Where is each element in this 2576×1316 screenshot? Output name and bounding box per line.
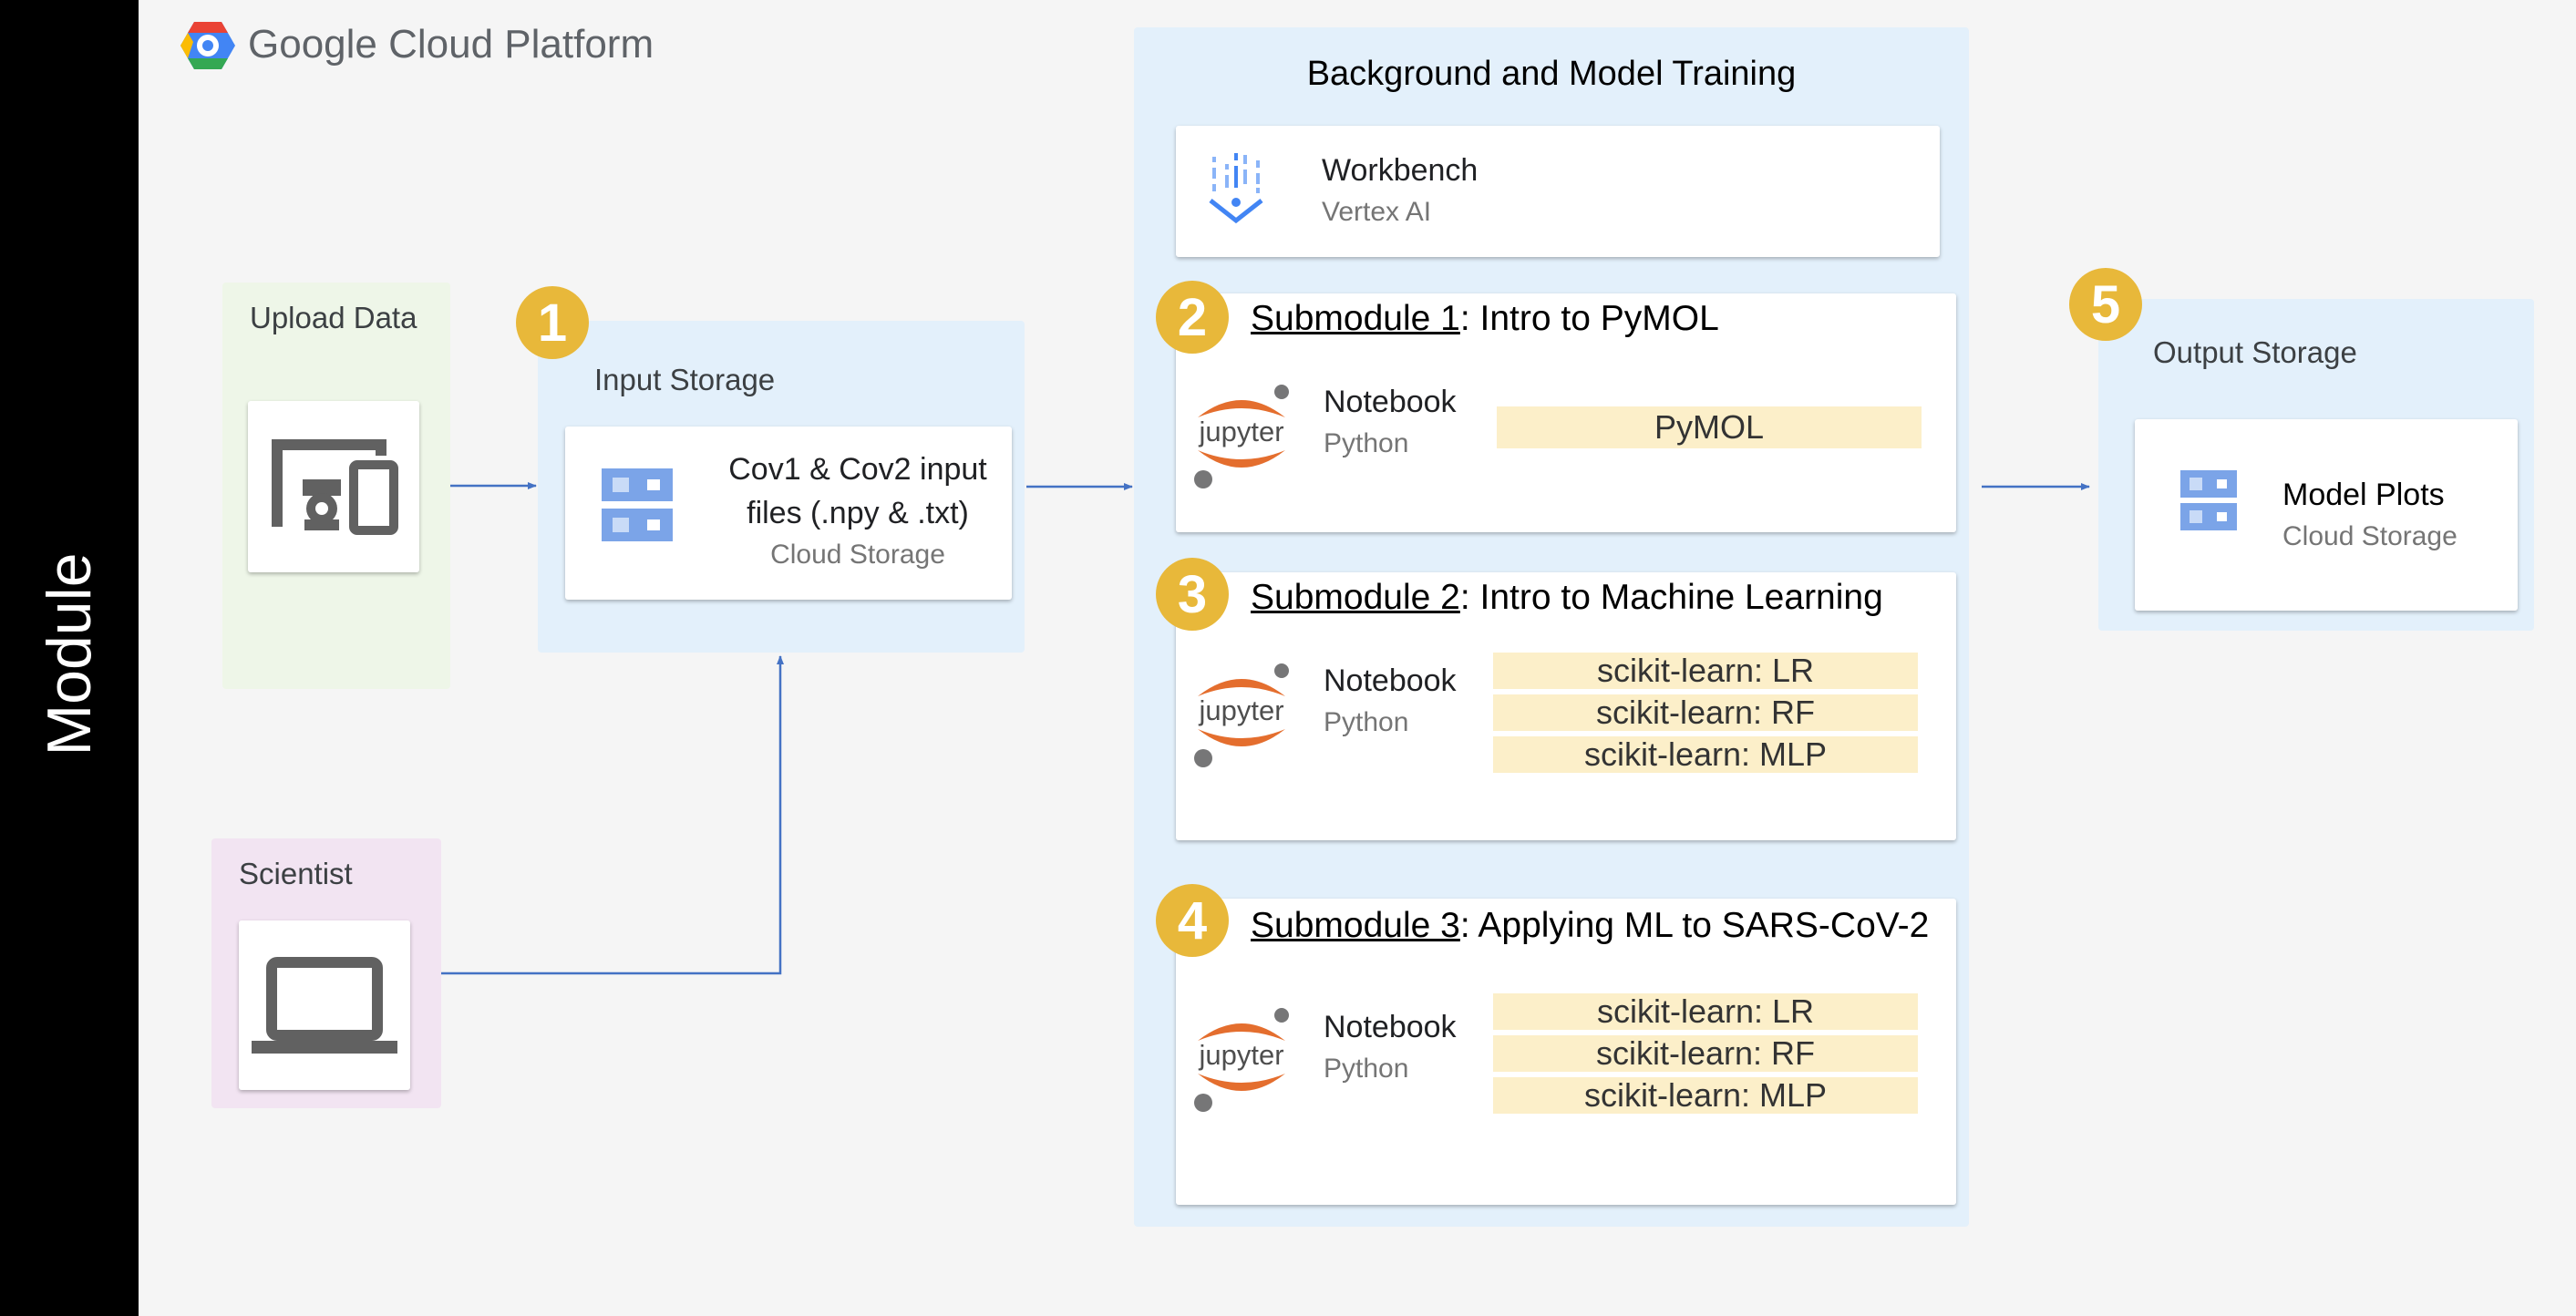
step-badge-1: 1 <box>516 286 589 359</box>
devices-icon <box>264 432 403 541</box>
input-files-line2: files (.npy & .txt) <box>747 496 969 530</box>
jupyter-logo-icon: jupyter <box>1185 656 1298 769</box>
scientist-laptop-card <box>239 920 410 1090</box>
upload-device-card <box>248 401 419 572</box>
submodule-2-topic: : Intro to Machine Learning <box>1459 578 1883 617</box>
submodule-2-title: Submodule 2: Intro to Machine Learning <box>1251 578 1883 618</box>
workbench-card: Workbench Vertex AI <box>1176 126 1940 257</box>
training-title: Background and Model Training <box>1306 55 1797 93</box>
gcp-logo-icon <box>180 20 235 71</box>
library-tag: scikit-learn: MLP <box>1493 735 1918 773</box>
jupyter-logo-icon: jupyter <box>1185 1001 1298 1114</box>
library-tag: scikit-learn: LR <box>1493 992 1918 1030</box>
submodule-1-topic: : Intro to PyMOL <box>1459 299 1719 338</box>
input-storage-label: Input Storage <box>594 363 776 396</box>
step-badge-3: 3 <box>1156 558 1229 631</box>
submodule-3-notebook: Notebook <box>1324 1010 1457 1044</box>
submodule-1-title: Submodule 1: Intro to PyMOL <box>1251 299 1719 339</box>
model-plots-service: Cloud Storage <box>2282 521 2458 551</box>
step-badge-5: 5 <box>2069 268 2142 341</box>
library-tag: scikit-learn: MLP <box>1493 1076 1918 1114</box>
jupyter-logo-icon: jupyter <box>1185 377 1298 490</box>
submodule-1-card: Submodule 1: Intro to PyMOL jupyter Note… <box>1176 293 1956 532</box>
submodule-1-name: Submodule 1 <box>1251 299 1460 338</box>
module-sidebar: Module <box>0 0 139 1316</box>
library-tag: scikit-learn: LR <box>1493 652 1918 689</box>
submodule-3-card: Submodule 3: Applying ML to SARS-CoV-2 j… <box>1176 899 1956 1205</box>
output-storage-region: Output Storage Model Plots Cloud Storage <box>2098 299 2534 631</box>
workbench-title: Workbench <box>1322 153 1479 188</box>
library-tag: scikit-learn: RF <box>1493 694 1918 731</box>
input-files-service: Cloud Storage <box>770 540 945 570</box>
model-plots-title: Model Plots <box>2282 478 2445 512</box>
cloud-storage-icon <box>2180 470 2237 532</box>
workbench-subtitle: Vertex AI <box>1322 197 1432 227</box>
cloud-storage-icon <box>602 468 673 543</box>
module-label: Module <box>35 552 104 756</box>
jupyter-wordmark: jupyter <box>1198 416 1283 447</box>
submodule-3-name: Submodule 3 <box>1251 906 1460 945</box>
input-files-line1: Cov1 & Cov2 input <box>728 452 987 487</box>
gcp-brand-text: Google Cloud Platform <box>248 22 654 67</box>
jupyter-wordmark: jupyter <box>1198 1039 1283 1071</box>
submodule-2-name: Submodule 2 <box>1251 578 1460 617</box>
laptop-icon <box>252 955 397 1055</box>
vertex-ai-icon <box>1203 151 1269 224</box>
arrow-scientist-to-input <box>441 655 784 975</box>
jupyter-wordmark: jupyter <box>1198 694 1283 726</box>
input-storage-region: Input Storage Cov1 & Cov2 input files (.… <box>538 321 1025 653</box>
library-tag: scikit-learn: RF <box>1493 1034 1918 1072</box>
output-storage-label: Output Storage <box>2153 335 2357 369</box>
upload-data-region: Upload Data <box>222 283 450 689</box>
scientist-region: Scientist <box>211 838 441 1108</box>
upload-data-label: Upload Data <box>250 301 417 334</box>
submodule-3-topic: : Applying ML to SARS-CoV-2 <box>1459 906 1930 945</box>
library-tag: PyMOL <box>1497 406 1922 448</box>
input-files-card: Cov1 & Cov2 input files (.npy & .txt) Cl… <box>565 427 1012 600</box>
model-plots-card: Model Plots Cloud Storage <box>2135 419 2518 611</box>
step-badge-4: 4 <box>1156 884 1229 957</box>
submodule-3-title: Submodule 3: Applying ML to SARS-CoV-2 <box>1251 906 1929 946</box>
submodule-2-language: Python <box>1324 707 1409 737</box>
submodule-1-language: Python <box>1324 428 1409 458</box>
submodule-2-card: Submodule 2: Intro to Machine Learning j… <box>1176 572 1956 840</box>
training-region: Background and Model Training Workbench … <box>1134 27 1969 1227</box>
submodule-2-notebook: Notebook <box>1324 663 1457 698</box>
submodule-3-language: Python <box>1324 1054 1409 1084</box>
step-badge-2: 2 <box>1156 281 1229 354</box>
scientist-label: Scientist <box>239 857 353 890</box>
submodule-1-notebook: Notebook <box>1324 385 1457 419</box>
